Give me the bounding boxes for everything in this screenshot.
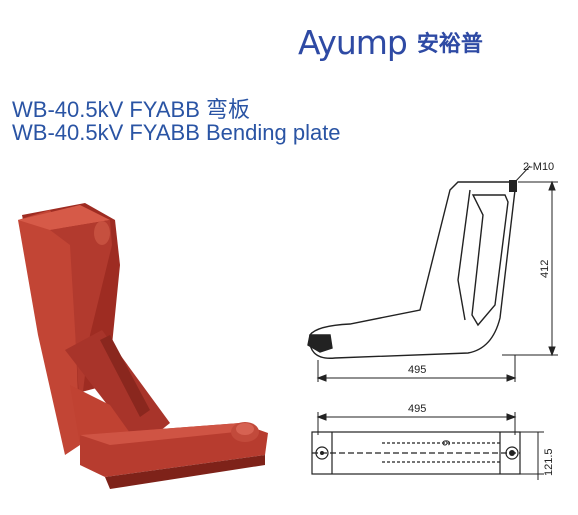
side-width-dimension: 495 [408,364,426,376]
bolt-note: 2-M10 [523,161,554,173]
brand-name-cjk: 安裕普 [416,32,483,57]
product-title-en: WB-40.5kV FYABB Bending plate [12,120,341,145]
top-width-dimension: 495 [408,403,426,415]
product-photo [18,203,268,489]
product-title-cn: WB-40.5kV FYABB 弯板 [12,97,250,122]
inner-dimension: 9 [441,440,453,446]
right-dimension: 121.5 [543,448,555,476]
technical-drawing: 2-M10 412 495 495 9 [307,161,558,480]
height-dimension: 412 [539,260,551,278]
brand-name-latin: Ayump [298,22,408,62]
brand-logo: Ayump 安裕普 [298,22,483,62]
